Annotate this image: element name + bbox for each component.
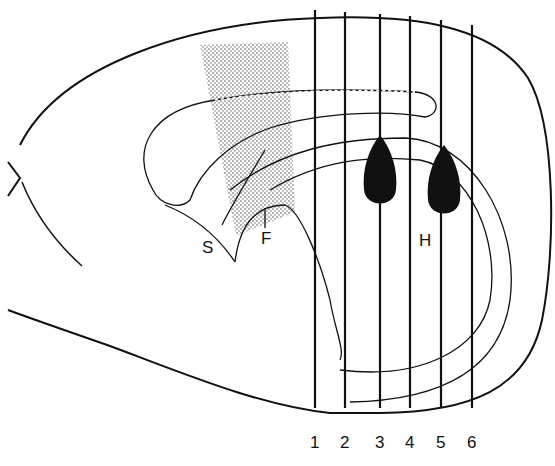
section-number: 1 [309, 434, 320, 451]
leader-line [264, 208, 265, 228]
callosum-outline [144, 90, 436, 205]
lesion-drop [364, 135, 397, 204]
ventral-line [22, 182, 82, 266]
thalamus-outline [235, 205, 341, 360]
section-number: 5 [435, 434, 446, 451]
septum-line [165, 205, 235, 262]
lesion-drop [428, 145, 461, 214]
section-number: 3 [374, 434, 385, 451]
region-label: H [418, 232, 432, 249]
brain-outline [8, 17, 551, 413]
fornix-line [222, 150, 265, 225]
olfactory-notch [8, 162, 20, 196]
region-label: F [260, 230, 272, 247]
section-number: 6 [466, 434, 477, 451]
region-label: S [201, 239, 214, 256]
section-number: 4 [404, 434, 415, 451]
section-number: 2 [339, 434, 350, 451]
stippled-region [200, 42, 295, 236]
